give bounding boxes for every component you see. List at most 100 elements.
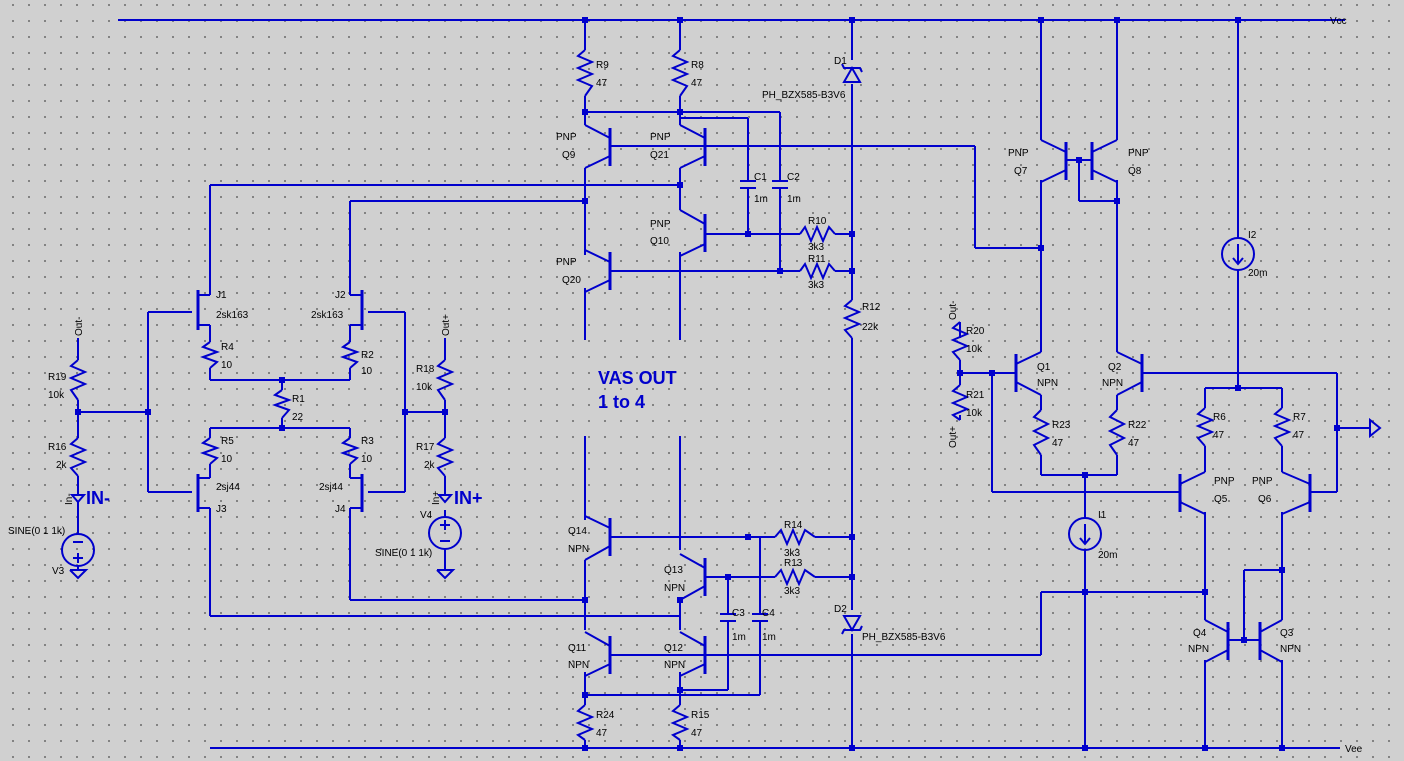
value-r24: 47 [596,728,608,739]
voltage-source-v4 [428,516,462,580]
net-out-minus-r20: Out- [948,301,959,320]
capacitor-symbols [720,180,788,630]
value-r10: 3k3 [808,242,825,253]
vas-out-label-1: VAS OUT [598,368,677,388]
label-r18: R18 [416,364,435,375]
label-r12: R12 [862,302,881,313]
resistor-symbols [68,49,1292,741]
bjt-q8 [1090,139,1118,183]
value-c2: 1m [787,194,801,205]
value-r17: 2k [424,460,436,471]
label-q9: Q9 [562,150,576,161]
value-d2: PH_BZX585-B3V6 [862,632,946,643]
net-in-minus-port: In- [64,493,75,505]
value-r21: 10k [966,408,983,419]
label-r2: R2 [361,350,374,361]
label-q3: Q3 [1280,628,1294,639]
jfet-j1 [196,290,211,330]
jfet-j3 [196,474,211,512]
net-out-plus-r21: Out+ [948,426,959,448]
bjt-q6 [1281,471,1312,515]
current-source-i1 [1068,517,1102,551]
label-r19: R19 [48,372,67,383]
value-r16: 2k [56,460,68,471]
bjt-q12 [679,631,707,677]
voltage-source-v3 [61,533,95,580]
wires [77,20,1370,748]
value-v4: SINE(0 1 1k) [375,548,432,559]
bjt-q2 [1116,351,1144,396]
label-q1-type: NPN [1037,378,1058,389]
label-j4: J4 [335,504,346,515]
label-q12-type: NPN [664,660,685,671]
label-r3: R3 [361,436,374,447]
net-out-plus-right: Out+ [441,314,452,336]
label-r20: R20 [966,326,985,337]
bjt-q21 [679,124,707,169]
vcc-label: Vcc [1330,16,1347,27]
label-q4-type: NPN [1188,644,1209,655]
label-q5: Q5 [1214,494,1228,505]
value-r2: 10 [361,366,373,377]
label-q11: Q11 [568,643,587,654]
label-q10: Q10 [650,236,669,247]
bjt-q14 [584,515,612,561]
port-symbols [69,417,1382,510]
value-r1: 22 [292,412,304,423]
label-d1: D1 [834,56,847,67]
value-r15: 47 [691,728,703,739]
label-r15: R15 [691,710,710,721]
bjt-q20 [584,249,612,293]
label-r5: R5 [221,436,234,447]
label-q1: Q1 [1037,362,1051,373]
label-q14: Q14 [568,526,587,537]
bjt-q10 [679,209,707,257]
in-plus-label: IN+ [454,488,483,508]
label-j2: J2 [335,290,346,301]
label-q21-type: PNP [650,132,671,143]
value-r3: 10 [361,454,373,465]
value-j2: 2sk163 [311,310,344,321]
net-labels: Out- Out+ In- In+ Out- Out+ [64,301,959,505]
label-q11-type: NPN [568,660,589,671]
value-r11: 3k3 [808,280,825,291]
label-q21: Q21 [650,150,669,161]
label-q13-type: NPN [664,583,685,594]
value-i2: 20m [1248,268,1267,279]
label-r16: R16 [48,442,67,453]
value-c3: 1m [732,632,746,643]
label-q6-type: PNP [1252,476,1273,487]
value-r4: 10 [221,360,233,371]
label-q7: Q7 [1014,166,1028,177]
label-d2: D2 [834,604,847,615]
label-j1: J1 [216,290,227,301]
value-r13: 3k3 [784,586,801,597]
bjt-q9 [584,124,612,169]
label-q12: Q12 [664,643,683,654]
label-q7-type: PNP [1008,148,1029,159]
value-c1: 1m [754,194,768,205]
zener-d1 [841,63,863,83]
value-r8: 47 [691,78,703,89]
value-j4: 2sj44 [319,482,343,493]
label-i2: I2 [1248,230,1257,241]
label-q5-type: PNP [1214,476,1235,487]
label-r21: R21 [966,390,985,401]
rails [118,19,1345,749]
label-q8-type: PNP [1128,148,1149,159]
label-c2: C2 [787,172,800,183]
value-r5: 10 [221,454,233,465]
label-v3: V3 [52,566,65,577]
label-q3-type: NPN [1280,644,1301,655]
label-i1: I1 [1098,510,1107,521]
value-r22: 47 [1128,438,1140,449]
label-r24: R24 [596,710,615,721]
value-r9: 47 [596,78,608,89]
bjt-q5 [1178,471,1206,515]
label-q13: Q13 [664,565,683,576]
label-q9-type: PNP [556,132,577,143]
vee-label: Vee [1345,744,1363,755]
value-r7: 47 [1293,430,1305,441]
label-c4: C4 [762,608,775,619]
value-i1: 20m [1098,550,1117,561]
